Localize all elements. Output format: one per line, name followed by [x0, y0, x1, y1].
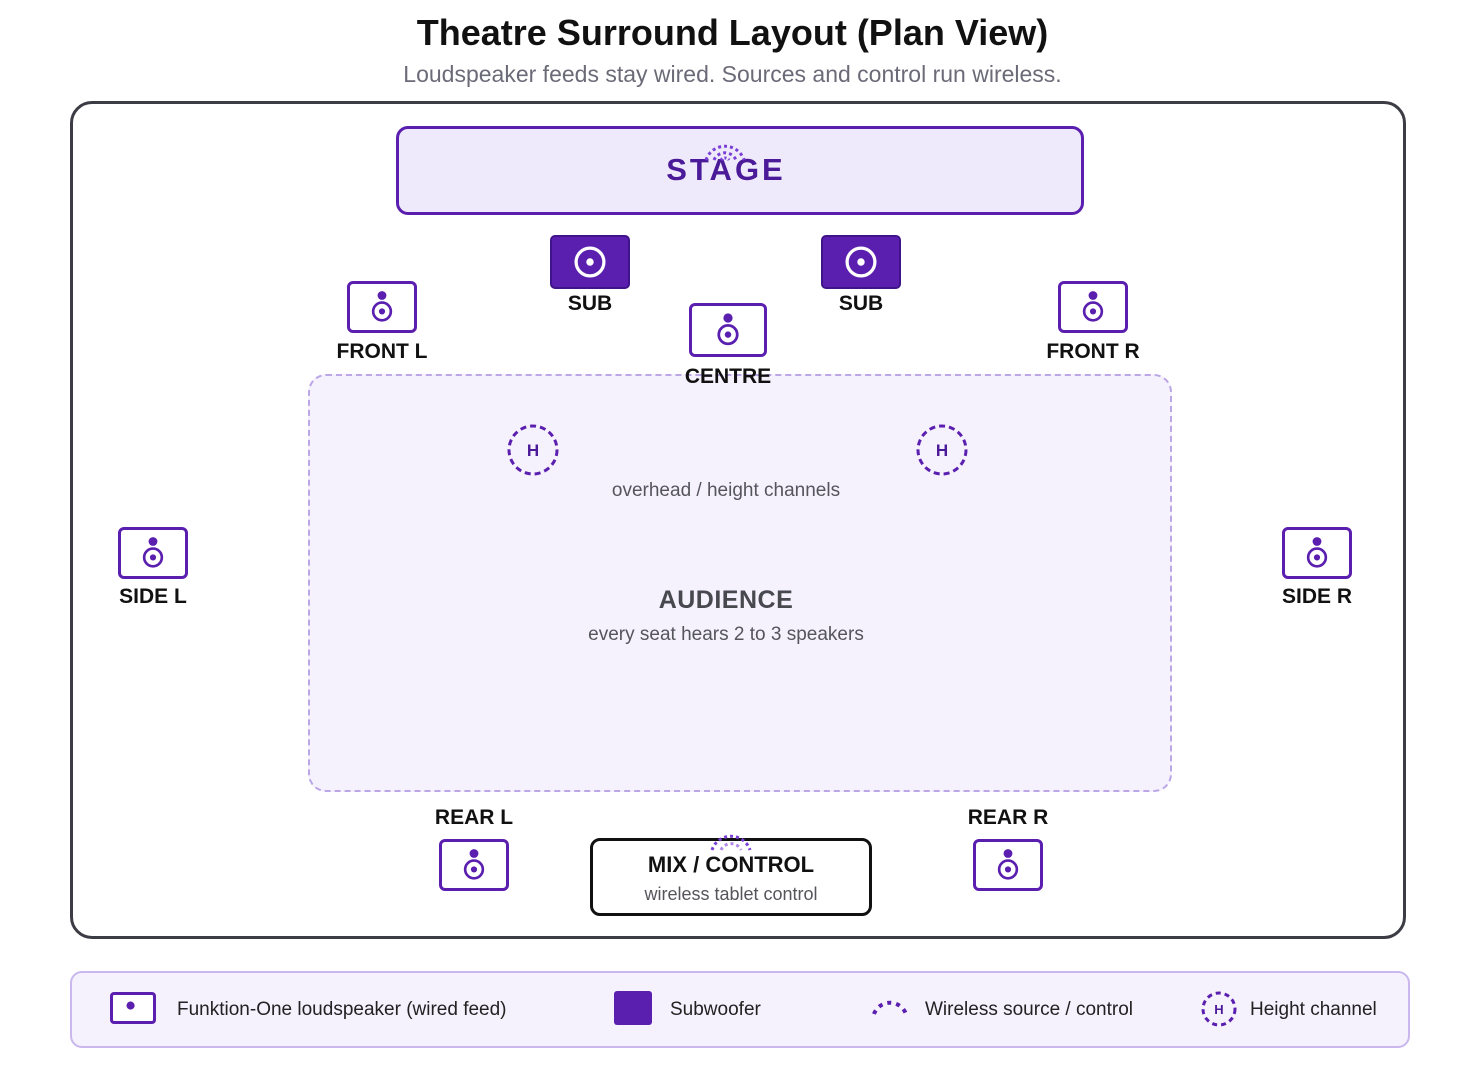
legend-loudspeaker-swatch	[110, 992, 156, 1024]
speaker-front-right-label: FRONT R	[1046, 340, 1140, 363]
height-channel-icon: H	[916, 424, 968, 476]
loudspeaker-icon	[1082, 291, 1104, 322]
speaker-rear-right-label: REAR R	[967, 806, 1049, 829]
loudspeaker-icon	[371, 291, 393, 322]
height-channel-letter: H	[936, 441, 948, 460]
speaker-side-right-label: SIDE R	[1281, 585, 1352, 608]
speaker-rear-right	[973, 839, 1043, 891]
height-channel-left: H	[506, 423, 560, 477]
page-title: Theatre Surround Layout (Plan View)	[416, 12, 1049, 53]
height-channel-letter: H	[527, 441, 539, 460]
subwoofer-right-label: SUB	[838, 292, 884, 315]
height-channel-right: H	[915, 423, 969, 477]
speaker-front-right	[1058, 281, 1128, 333]
audience-title: AUDIENCE	[658, 586, 794, 614]
speaker-centre-label: CENTRE	[684, 365, 772, 388]
stage-block	[396, 126, 1084, 215]
loudspeaker-icon	[142, 537, 164, 568]
legend-height-icon: H	[1201, 991, 1237, 1027]
subwoofer-icon	[574, 246, 606, 278]
subwoofer-icon	[845, 246, 877, 278]
speaker-front-left-label: FRONT L	[336, 340, 428, 363]
mix-control-box	[590, 838, 872, 916]
legend-loudspeaker-label: Funktion-One loudspeaker (wired feed)	[177, 999, 507, 1020]
speaker-rear-left	[439, 839, 509, 891]
subwoofer-right	[821, 235, 901, 289]
loudspeaker-icon	[1306, 537, 1328, 568]
audience-area	[308, 374, 1172, 792]
subwoofer-left-label: SUB	[567, 292, 613, 315]
legend-subwoofer-label: Subwoofer	[670, 999, 761, 1020]
subwoofer-left	[550, 235, 630, 289]
height-channel-icon: H	[507, 424, 559, 476]
legend-height-letter: H	[1214, 1002, 1223, 1017]
speaker-centre	[689, 303, 767, 357]
speaker-side-left-label: SIDE L	[119, 585, 187, 608]
speaker-side-left	[118, 527, 188, 579]
speaker-front-left	[347, 281, 417, 333]
legend-wireless-icon	[872, 1000, 908, 1015]
mix-control-title: MIX / CONTROL	[647, 852, 815, 877]
legend-height-label: Height channel	[1250, 999, 1377, 1020]
legend-subwoofer-swatch	[614, 991, 652, 1025]
page-subtitle: Loudspeaker feeds stay wired. Sources an…	[403, 61, 1062, 87]
loudspeaker-icon	[126, 1001, 135, 1010]
speaker-side-right	[1282, 527, 1352, 579]
legend	[70, 971, 1410, 1048]
legend-wireless-label: Wireless source / control	[925, 999, 1134, 1020]
loudspeaker-icon	[997, 849, 1019, 880]
audience-subtitle: every seat hears 2 to 3 speakers	[588, 624, 864, 645]
loudspeaker-icon	[463, 849, 485, 880]
loudspeaker-icon	[717, 313, 739, 346]
speaker-rear-left-label: REAR L	[434, 806, 514, 829]
height-channels-note: overhead / height channels	[611, 480, 841, 501]
stage-label: STAGE	[666, 152, 786, 187]
mix-control-subtitle: wireless tablet control	[644, 884, 818, 904]
